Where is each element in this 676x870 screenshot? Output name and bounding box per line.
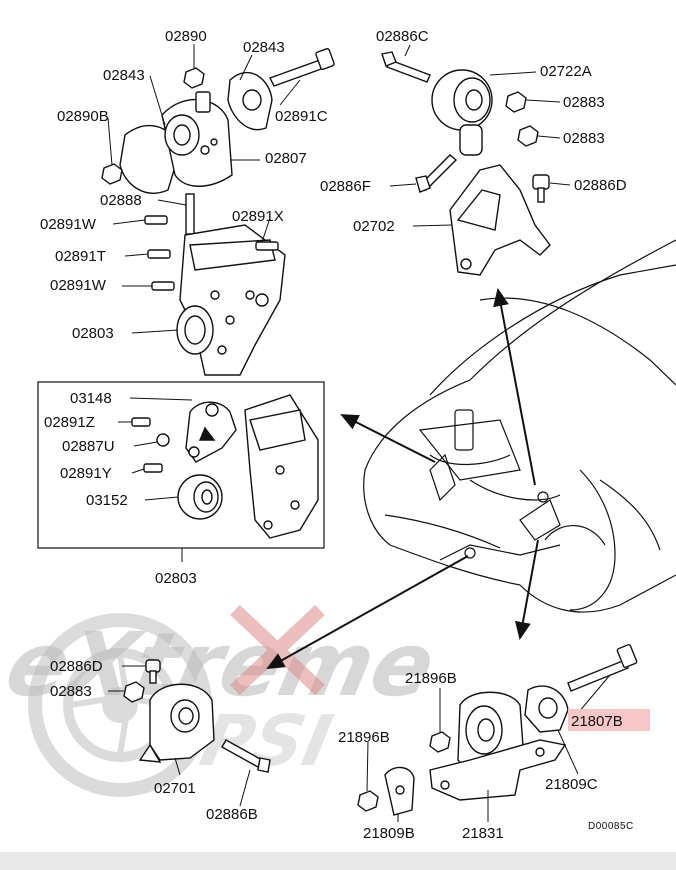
pointer-arrows [266, 288, 539, 669]
label-02883-lower-left[interactable]: 02883 [50, 683, 92, 700]
label-21831[interactable]: 21831 [462, 825, 504, 842]
label-02887U[interactable]: 02887U [62, 438, 115, 455]
watermark-x-mark [230, 604, 325, 696]
label-02883-lower[interactable]: 02883 [563, 130, 605, 147]
label-21809B[interactable]: 21809B [363, 825, 415, 842]
label-02803[interactable]: 02803 [72, 325, 114, 342]
label-02702[interactable]: 02702 [353, 218, 395, 235]
label-02890B[interactable]: 02890B [57, 108, 109, 125]
leader-lines [107, 44, 611, 822]
watermark-text: eXtreme [0, 613, 444, 716]
label-03152[interactable]: 03152 [86, 492, 128, 509]
bottom-bar [0, 852, 676, 870]
label-02890[interactable]: 02890 [165, 28, 207, 45]
label-21896B-upper[interactable]: 21896B [405, 670, 457, 687]
label-02843-left[interactable]: 02843 [103, 67, 145, 84]
label-02886F[interactable]: 02886F [320, 178, 371, 195]
part-labels: 02890 02843 02843 02890B 02891C 02807 02… [40, 28, 634, 842]
reference-code: D00085C [588, 821, 634, 832]
right-mount-assembly [381, 51, 551, 276]
label-21896B-lower[interactable]: 21896B [338, 729, 390, 746]
label-21807B[interactable]: 21807B [571, 713, 623, 730]
label-02886C[interactable]: 02886C [376, 28, 429, 45]
car-outline [363, 239, 676, 613]
label-02722A[interactable]: 02722A [540, 63, 592, 80]
label-21809C[interactable]: 21809C [545, 776, 598, 793]
left-mount-assembly [123, 659, 271, 773]
inset-parts [131, 394, 319, 539]
label-02891C[interactable]: 02891C [275, 108, 328, 125]
label-02883-upper[interactable]: 02883 [563, 94, 605, 111]
label-02891W-upper[interactable]: 02891W [40, 216, 97, 233]
label-03148[interactable]: 03148 [70, 390, 112, 407]
label-02807[interactable]: 02807 [265, 150, 307, 167]
label-02891Z[interactable]: 02891Z [44, 414, 95, 431]
highlight-21807B [568, 709, 650, 731]
label-02891Y[interactable]: 02891Y [60, 465, 112, 482]
label-02886B[interactable]: 02886B [206, 806, 258, 823]
label-02886D-lower[interactable]: 02886D [50, 658, 103, 675]
label-02803-inset[interactable]: 02803 [155, 570, 197, 587]
front-mount-assembly [101, 48, 335, 376]
label-02701[interactable]: 02701 [154, 780, 196, 797]
label-02843-right[interactable]: 02843 [243, 39, 285, 56]
inset-box [37, 381, 325, 549]
label-02891X[interactable]: 02891X [232, 208, 284, 225]
rear-mount-assembly [357, 644, 638, 816]
label-02886D[interactable]: 02886D [574, 177, 627, 194]
label-02888[interactable]: 02888 [100, 192, 142, 209]
label-02891W-lower[interactable]: 02891W [50, 277, 107, 294]
label-02891T[interactable]: 02891T [55, 248, 106, 265]
